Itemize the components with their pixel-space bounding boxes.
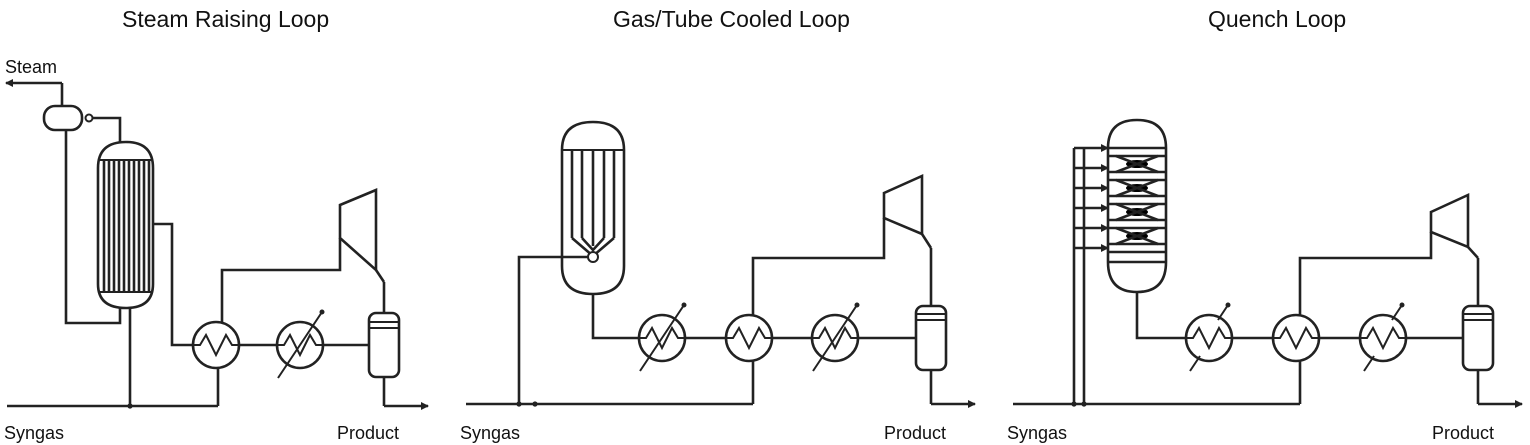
syngas-label-2: Syngas [460,423,521,443]
cooler-3a-arrow-tip [1225,302,1231,308]
recycle-line-3 [1298,232,1433,315]
cooler-3b-coil [1360,325,1406,351]
recycle-compressor-2 [882,173,924,236]
reactor-tubes [102,160,151,292]
cooler-2-arrow [812,304,858,372]
downcomer-line [64,130,122,325]
steam-raising-loop-title: Steam Raising Loop [122,6,330,32]
cooler-3a-arrow-head [1217,304,1229,321]
product-label-2: Product [884,423,947,443]
quench-loop-title: Quench Loop [1208,6,1347,32]
cooler-3a-arrow-tail [1189,355,1201,372]
syngas-label-3: Syngas [1007,423,1068,443]
cooler-arrow-tip [319,309,325,315]
separator-2 [914,304,948,372]
cooler-2-arrow-tip [854,302,860,308]
compressor-inlet-line [374,269,386,283]
compressor-3-inlet-line [1467,246,1479,259]
steam-label: Steam [5,57,58,77]
cooler-1-coil [639,325,685,351]
junction-2a [516,401,522,407]
tube-inlet-nozzle [587,251,599,263]
exchanger-2-coil [726,325,772,351]
cooler-3a-coil [1186,325,1232,351]
reactor-outlet-line [153,222,193,347]
quench-reactor-outlet [1135,292,1186,340]
cooler-arrow [277,311,323,379]
exchanger-3-coil [1273,325,1319,351]
reactor-outlet-line [591,294,639,340]
cooler-1-arrow [639,304,685,372]
recycle-line [220,238,342,322]
recycle-compressor-3 [1429,192,1470,249]
steam-drum [42,104,84,132]
quench-reactor-beds [1108,146,1166,264]
exchanger-coil [193,332,239,358]
compressor-2-inlet-line [920,233,933,249]
recycle-line-2 [751,218,886,315]
junction-2b [532,401,538,407]
syngas-label-1: Syngas [4,423,65,443]
cooler-2-coil [812,325,858,351]
recycle-compressor [338,188,378,273]
drum-nozzle [84,113,94,123]
product-label-3: Product [1432,423,1495,443]
cooler-3b-arrow-tip [1399,302,1405,308]
steam-raising-loop [5,79,429,410]
cooler-3b-arrow-head [1391,304,1403,321]
separator-3 [1461,304,1495,372]
gas-tube-cooled-loop [466,120,976,408]
quench-loop [1013,118,1523,408]
quench-reactor [1106,118,1168,294]
cooler-1-arrow-tip [681,302,687,308]
product-label-1: Product [337,423,400,443]
cooler-coil [277,332,323,358]
cooler-3b-arrow-tail [1363,355,1375,372]
reactor-feed-line [517,255,588,404]
drum-to-reactor-line [92,116,122,150]
junction-3b [1081,401,1087,407]
junction-3a [1071,401,1077,407]
gas-tube-cooled-loop-title: Gas/Tube Cooled Loop [613,6,850,32]
